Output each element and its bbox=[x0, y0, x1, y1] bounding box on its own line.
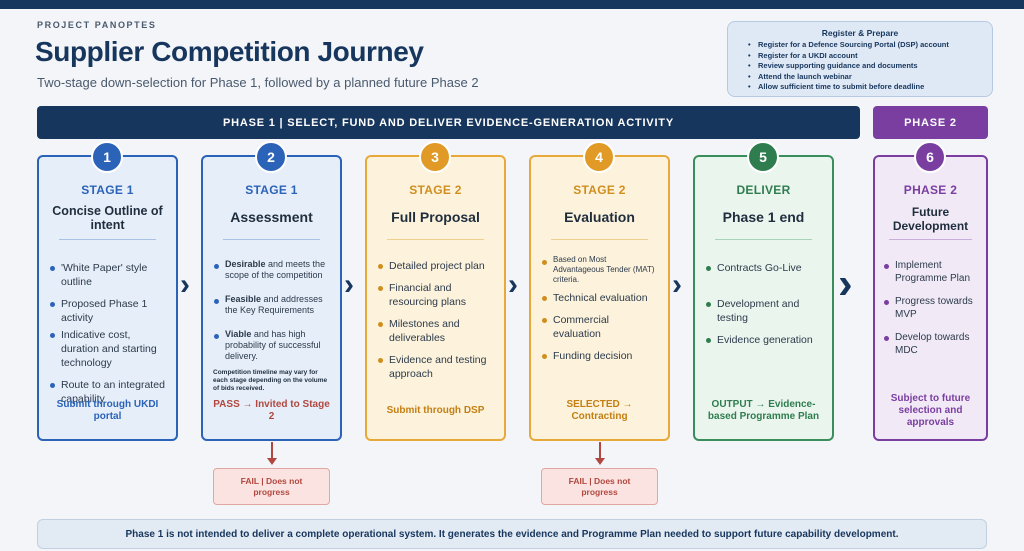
fail-box-stage2: FAIL | Does not progress bbox=[541, 468, 658, 505]
chevron-right-icon: › bbox=[672, 268, 682, 301]
card-item: Route to an integrated capability bbox=[49, 378, 166, 406]
register-title: Register & Prepare bbox=[821, 28, 899, 38]
card-stage-label: STAGE 1 bbox=[81, 183, 134, 197]
step-badge-1: 1 bbox=[91, 141, 123, 173]
card-footer: Submit through UKDI portal bbox=[56, 399, 159, 422]
card-item: Development and testing bbox=[705, 297, 822, 325]
card-item: Commercial evaluation bbox=[541, 313, 658, 341]
card-item: Evidence generation bbox=[705, 333, 822, 347]
phase1-banner: PHASE 1 | SELECT, FUND AND DELIVER EVIDE… bbox=[37, 106, 860, 139]
card-item: Funding decision bbox=[541, 349, 658, 363]
card-stage-label: PHASE 2 bbox=[903, 183, 958, 197]
arrow-down-icon bbox=[267, 442, 277, 465]
card-footer: SELECTED → Contracting bbox=[566, 399, 633, 422]
page-title: Supplier Competition Journey bbox=[35, 36, 424, 67]
step-badge-2: 2 bbox=[255, 141, 287, 173]
arrow-down-icon bbox=[595, 442, 605, 465]
card-item: Detailed project plan bbox=[377, 259, 494, 273]
card-divider bbox=[889, 239, 972, 240]
card-stage1-assessment: STAGE 1 Assessment Desirable and meets t… bbox=[201, 155, 342, 441]
card-title: Assessment bbox=[230, 209, 313, 225]
register-item: Register for a UKDI account bbox=[738, 51, 982, 62]
step-badge-6: 6 bbox=[914, 141, 946, 173]
card-divider bbox=[551, 239, 648, 240]
card-item: 'White Paper' style outline bbox=[49, 261, 166, 289]
card-item: Viable and has high probability of succe… bbox=[213, 329, 330, 362]
footer-note: Phase 1 is not intended to deliver a com… bbox=[37, 519, 987, 549]
step-badge-4: 4 bbox=[583, 141, 615, 173]
card-item: Desirable and meets the scope of the com… bbox=[213, 259, 330, 281]
card-title: Full Proposal bbox=[391, 209, 480, 225]
register-list: Register for a Defence Sourcing Portal (… bbox=[738, 40, 982, 93]
card-items: Based on Most Advantageous Tender (MAT) … bbox=[541, 255, 658, 363]
register-item: Attend the launch webinar bbox=[738, 72, 982, 83]
page-subtitle: Two-stage down-selection for Phase 1, fo… bbox=[37, 75, 479, 90]
card-stage-label: STAGE 2 bbox=[409, 183, 462, 197]
chevron-right-icon: › bbox=[180, 268, 190, 301]
card-divider bbox=[59, 239, 156, 240]
card-footer: OUTPUT → Evidence-based Programme Plan bbox=[707, 399, 820, 422]
card-item: Progress towards MVP bbox=[883, 295, 980, 321]
card-title: Concise Outline of intent bbox=[52, 204, 163, 232]
card-deliver-phase1: DELIVER Phase 1 end Contracts Go-Live De… bbox=[693, 155, 834, 441]
criterion-desirable: Desirable bbox=[225, 259, 266, 269]
chevron-right-icon: › bbox=[344, 268, 354, 301]
card-title: Evaluation bbox=[564, 209, 635, 225]
card-phase2-future: PHASE 2 Future Development Implement Pro… bbox=[873, 155, 988, 441]
card-footer: Subject to future selection and approval… bbox=[890, 393, 971, 428]
card-items: Detailed project plan Financial and reso… bbox=[377, 259, 494, 381]
card-items: Implement Programme Plan Progress toward… bbox=[883, 259, 980, 357]
timeline-note: Competition timeline may vary for each s… bbox=[213, 369, 328, 392]
card-stage-label: STAGE 1 bbox=[245, 183, 298, 197]
card-item: Technical evaluation bbox=[541, 291, 658, 305]
card-item: Indicative cost, duration and starting t… bbox=[49, 328, 166, 370]
card-item: Develop towards MDC bbox=[883, 331, 980, 357]
card-item: Proposed Phase 1 activity bbox=[49, 297, 166, 325]
top-accent-bar bbox=[0, 0, 1024, 9]
card-items: Desirable and meets the scope of the com… bbox=[213, 259, 330, 362]
register-item: Review supporting guidance and documents bbox=[738, 61, 982, 72]
card-divider bbox=[223, 239, 320, 240]
fail-box-stage1: FAIL | Does not progress bbox=[213, 468, 330, 505]
card-footer: PASS → Invited to Stage 2 bbox=[213, 399, 330, 422]
register-prepare-panel: Register & Prepare Register for a Defenc… bbox=[727, 21, 993, 97]
criterion-feasible: Feasible bbox=[225, 294, 262, 304]
card-footer: Submit through DSP bbox=[386, 405, 485, 416]
card-title: Future Development bbox=[892, 205, 969, 233]
card-divider bbox=[387, 239, 484, 240]
card-item: Milestones and deliverables bbox=[377, 317, 494, 345]
card-stage-label: DELIVER bbox=[736, 183, 791, 197]
chevron-right-icon: › bbox=[838, 259, 853, 308]
card-item: Implement Programme Plan bbox=[883, 259, 980, 285]
step-badge-3: 3 bbox=[419, 141, 451, 173]
card-stage2-evaluation: STAGE 2 Evaluation Based on Most Advanta… bbox=[529, 155, 670, 441]
step-badge-5: 5 bbox=[747, 141, 779, 173]
card-divider bbox=[715, 239, 812, 240]
card-item: Based on Most Advantageous Tender (MAT) … bbox=[541, 255, 658, 285]
chevron-right-icon: › bbox=[508, 268, 518, 301]
card-stage-label: STAGE 2 bbox=[573, 183, 626, 197]
card-item: Contracts Go-Live bbox=[705, 261, 822, 275]
card-items: Contracts Go-Live Development and testin… bbox=[705, 261, 822, 347]
card-title: Phase 1 end bbox=[722, 209, 805, 225]
card-stage1-outline: STAGE 1 Concise Outline of intent 'White… bbox=[37, 155, 178, 441]
card-item: Financial and resourcing plans bbox=[377, 281, 494, 309]
phase2-banner: PHASE 2 bbox=[873, 106, 988, 139]
register-item: Allow sufficient time to submit before d… bbox=[738, 82, 982, 93]
card-stage2-proposal: STAGE 2 Full Proposal Detailed project p… bbox=[365, 155, 506, 441]
card-item: Feasible and addresses the Key Requireme… bbox=[213, 294, 330, 316]
register-item: Register for a Defence Sourcing Portal (… bbox=[738, 40, 982, 51]
criterion-viable: Viable bbox=[225, 329, 252, 339]
card-items: 'White Paper' style outline Proposed Pha… bbox=[49, 261, 166, 406]
card-item: Evidence and testing approach bbox=[377, 353, 494, 381]
project-eyebrow: PROJECT PANOPTES bbox=[37, 20, 157, 30]
